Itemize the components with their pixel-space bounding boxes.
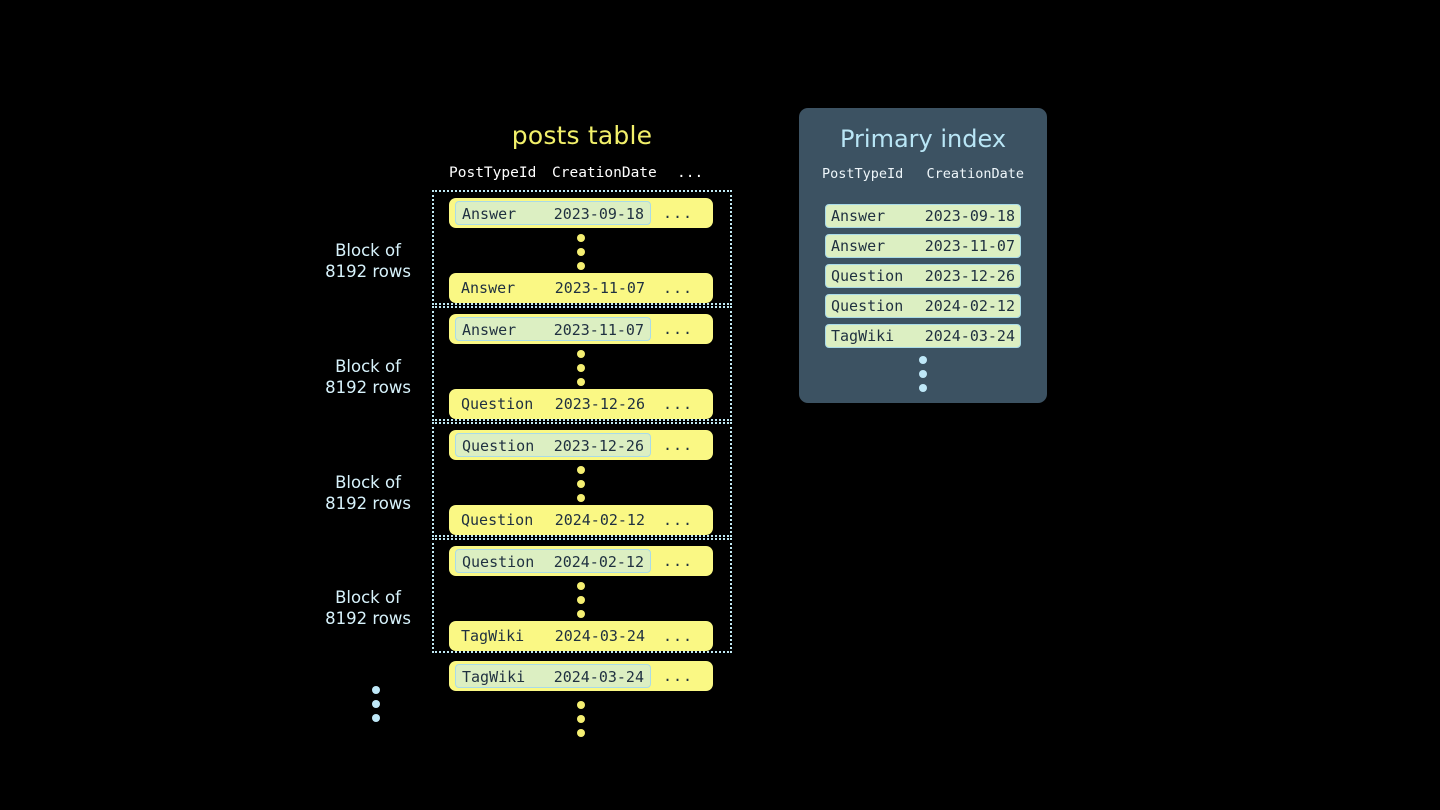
cell-posttypeid: Answer — [462, 321, 517, 339]
cell-creationdate: 2024-03-24 — [924, 327, 1015, 345]
row-highlight-box: Question 2024-02-12 — [455, 549, 651, 573]
cell-creationdate: 2023-09-18 — [924, 207, 1015, 225]
posts-table-column-headers: PostTypeId CreationDate ... — [449, 165, 713, 185]
block-rows-3: Question 2023-12-26 ... Question 2024-02… — [449, 430, 713, 535]
table-row[interactable]: TagWiki 2024-03-24 ... — [449, 661, 713, 691]
block-boundary-1 — [432, 190, 732, 305]
cell-creationdate: 2023-11-07 — [553, 321, 644, 339]
row-ellipsis-dots — [576, 234, 586, 270]
row-highlight-box: Answer 2023-11-07 — [455, 317, 651, 341]
posts-table-title: posts table — [511, 121, 653, 150]
column-header-more: ... — [677, 165, 704, 181]
row-ellipsis-dots — [576, 350, 586, 386]
block-rows-4: Question 2024-02-12 ... TagWiki 2024-03-… — [449, 546, 713, 651]
block-boundary-3 — [432, 422, 732, 537]
cell-creationdate: 2023-12-26 — [554, 395, 645, 413]
block-label-2-line1: Block of — [335, 357, 401, 376]
index-row[interactable]: Question 2023-12-26 — [825, 264, 1021, 288]
cell-posttypeid: Answer — [831, 237, 886, 255]
row-plain-box: Question 2024-02-12 — [455, 508, 651, 532]
cell-creationdate: 2024-03-24 — [553, 668, 644, 686]
row-highlight-box: TagWiki 2024-03-24 — [455, 664, 651, 688]
block-label-1-line1: Block of — [335, 241, 401, 260]
cell-creationdate: 2024-02-12 — [554, 511, 645, 529]
cell-posttypeid: TagWiki — [461, 627, 525, 645]
index-row[interactable]: TagWiki 2024-03-24 — [825, 324, 1021, 348]
table-bottom-ellipsis-dots — [576, 701, 586, 737]
row-highlight-box: Answer 2023-09-18 — [455, 201, 651, 225]
primary-index-panel: Primary index PostTypeId CreationDate An… — [799, 108, 1047, 403]
index-row[interactable]: Answer 2023-11-07 — [825, 234, 1021, 258]
row-ellipsis-dots — [576, 582, 586, 618]
cell-posttypeid: Answer — [462, 205, 517, 223]
cell-more: ... — [663, 279, 694, 297]
cell-creationdate: 2023-12-26 — [924, 267, 1015, 285]
cell-more: ... — [663, 436, 694, 454]
index-row[interactable]: Question 2024-02-12 — [825, 294, 1021, 318]
block-label-1: Block of 8192 rows — [316, 240, 420, 282]
cell-posttypeid: Answer — [461, 279, 516, 297]
cell-posttypeid: Question — [831, 297, 904, 315]
cell-posttypeid: Question — [462, 553, 535, 571]
cell-posttypeid: Answer — [831, 207, 886, 225]
cell-posttypeid: TagWiki — [462, 668, 526, 686]
table-row[interactable]: Question 2024-02-12 ... — [449, 546, 713, 576]
block-boundary-4 — [432, 538, 732, 653]
column-header-creationdate: CreationDate — [552, 165, 657, 181]
block-label-3-line2: 8192 rows — [325, 494, 411, 513]
block-label-4-line1: Block of — [335, 588, 401, 607]
cell-posttypeid: Question — [461, 395, 534, 413]
cell-posttypeid: Question — [831, 267, 904, 285]
table-row[interactable]: Question 2023-12-26 ... — [449, 430, 713, 460]
table-row[interactable]: Answer 2023-11-07 ... — [449, 314, 713, 344]
cell-more: ... — [663, 552, 694, 570]
cell-creationdate: 2023-11-07 — [554, 279, 645, 297]
block-rows-2: Answer 2023-11-07 ... Question 2023-12-2… — [449, 314, 713, 419]
table-row[interactable]: Question 2024-02-12 ... — [449, 505, 713, 535]
block-label-2-line2: 8192 rows — [325, 378, 411, 397]
table-row[interactable]: Question 2023-12-26 ... — [449, 389, 713, 419]
table-row[interactable]: Answer 2023-09-18 ... — [449, 198, 713, 228]
cell-more: ... — [663, 204, 694, 222]
cell-posttypeid: Question — [462, 437, 535, 455]
block-boundary-2 — [432, 306, 732, 421]
cell-creationdate: 2024-02-12 — [553, 553, 644, 571]
block-label-2: Block of 8192 rows — [316, 356, 420, 398]
cell-creationdate: 2024-02-12 — [924, 297, 1015, 315]
cell-more: ... — [663, 320, 694, 338]
row-plain-box: Answer 2023-11-07 — [455, 276, 651, 300]
cell-creationdate: 2024-03-24 — [554, 627, 645, 645]
block-label-1-line2: 8192 rows — [325, 262, 411, 281]
table-row[interactable]: TagWiki 2024-03-24 ... — [449, 621, 713, 651]
cell-more: ... — [663, 667, 694, 685]
primary-index-title: Primary index — [839, 125, 1007, 153]
column-header-posttypeid: PostTypeId — [449, 165, 537, 181]
cell-more: ... — [663, 395, 694, 413]
cell-creationdate: 2023-09-18 — [553, 205, 644, 223]
cell-creationdate: 2023-12-26 — [553, 437, 644, 455]
column-header-creationdate: CreationDate — [926, 166, 1024, 182]
blocks-ellipsis-dots — [371, 686, 381, 722]
block-rows-1: Answer 2023-09-18 ... Answer 2023-11-07 … — [449, 198, 713, 303]
primary-index-column-headers: PostTypeId CreationDate — [822, 166, 1024, 186]
column-header-posttypeid: PostTypeId — [822, 166, 904, 182]
cell-more: ... — [663, 627, 694, 645]
block-label-3-line1: Block of — [335, 473, 401, 492]
block-label-4: Block of 8192 rows — [316, 587, 420, 629]
row-plain-box: Question 2023-12-26 — [455, 392, 651, 416]
row-highlight-box: Question 2023-12-26 — [455, 433, 651, 457]
block-label-3: Block of 8192 rows — [316, 472, 420, 514]
row-ellipsis-dots — [576, 466, 586, 502]
row-plain-box: TagWiki 2024-03-24 — [455, 624, 651, 648]
cell-creationdate: 2023-11-07 — [924, 237, 1015, 255]
table-row[interactable]: Answer 2023-11-07 ... — [449, 273, 713, 303]
index-row[interactable]: Answer 2023-09-18 — [825, 204, 1021, 228]
cell-more: ... — [663, 511, 694, 529]
cell-posttypeid: Question — [461, 511, 534, 529]
block-label-4-line2: 8192 rows — [325, 609, 411, 628]
cell-posttypeid: TagWiki — [831, 327, 895, 345]
index-ellipsis-dots — [918, 356, 928, 392]
trailing-row-area: TagWiki 2024-03-24 ... — [449, 661, 713, 691]
